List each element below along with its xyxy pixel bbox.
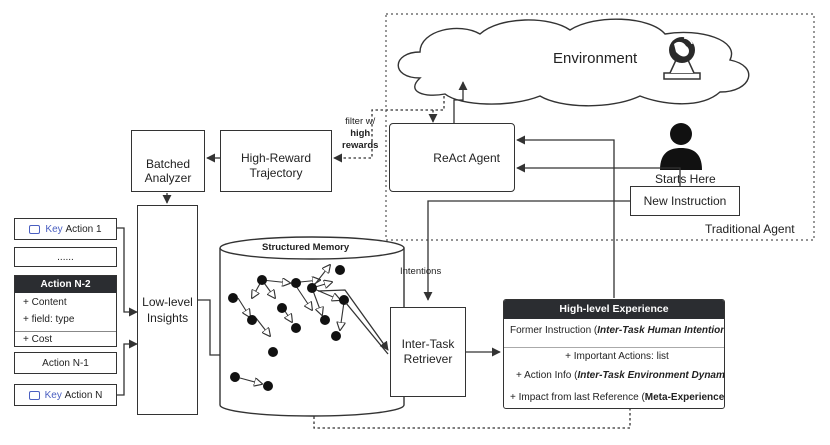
action-info-prefix: + Action Info ( xyxy=(516,370,578,381)
memory-to-retriever-arrow-2 xyxy=(345,302,389,355)
low-level-insights-line2: Insights xyxy=(146,311,189,325)
memory-to-retriever-arrow xyxy=(317,289,389,351)
impact-line: + Impact from last Reference (Meta-Exper… xyxy=(504,392,724,403)
batched-analyzer-box[interactable]: Batched Analyzer xyxy=(131,130,205,192)
actions-bracket-bottom xyxy=(117,339,138,396)
impact-emphasis: Meta-Experience xyxy=(644,392,725,403)
action-n-label: Action N xyxy=(64,389,103,401)
former-instruction-line: Former Instruction (Inter-Task Human Int… xyxy=(504,325,724,336)
traditional-agent-label: Traditional Agent xyxy=(705,222,795,236)
action-ellipsis-label: ...... xyxy=(57,251,74,263)
react-agent-label: ReAct Agent xyxy=(433,150,500,165)
action-n2-field-type: + field: type xyxy=(23,314,75,325)
high-reward-line2: Trajectory xyxy=(249,166,303,180)
action-n2-field-content: + Content xyxy=(23,297,67,308)
react-agent-box[interactable]: ReAct Agent xyxy=(389,123,515,192)
high-level-experience-card[interactable]: High-level Experience Former Instruction… xyxy=(503,299,725,409)
intentions-label: Intentions xyxy=(400,266,442,277)
high-level-experience-title: High-level Experience xyxy=(504,300,724,319)
action-ellipsis-box: ...... xyxy=(14,247,117,267)
globe-icon xyxy=(663,37,701,80)
action-1-box[interactable]: Key Action 1 xyxy=(14,218,117,240)
action-n-key: Key xyxy=(44,389,62,401)
inter-task-retriever-box[interactable]: Inter-Task Retriever xyxy=(390,307,466,397)
action-n1-box[interactable]: Action N-1 xyxy=(14,352,117,374)
memory-graph-nodes xyxy=(228,265,349,391)
actions-bracket-top xyxy=(117,227,138,317)
important-actions-line: + Important Actions: list xyxy=(504,347,724,362)
edit-icon xyxy=(28,390,40,400)
instruction-to-agent-arrow xyxy=(516,163,681,186)
batched-analyzer-line2: Analyzer xyxy=(144,171,192,185)
environment-cloud xyxy=(397,18,750,107)
action-n1-label: Action N-1 xyxy=(42,357,89,369)
new-instruction-box[interactable]: New Instruction xyxy=(630,186,740,216)
action-n2-field-cost: + Cost xyxy=(15,331,116,345)
low-level-insights-line1: Low-level xyxy=(142,295,193,309)
former-instruction-prefix: Former Instruction ( xyxy=(510,325,598,336)
filter-note-line3: rewards xyxy=(342,140,379,151)
env-to-agent-dotted-arrow xyxy=(428,96,445,123)
instruction-to-retriever-arrow xyxy=(423,200,630,301)
filter-arrow xyxy=(333,109,433,163)
impact-suffix: ) xyxy=(724,392,725,403)
agent-to-env-arrow xyxy=(453,81,468,124)
action-n2-card[interactable]: Action N-2 + Content + field: type + Cos… xyxy=(14,275,117,347)
filter-note-line2: high xyxy=(350,128,371,139)
high-reward-line1: High-Reward xyxy=(240,151,312,165)
action-info-emphasis: Inter-Task Environment Dynamics xyxy=(577,370,725,381)
filter-note-line1: filter w/ xyxy=(345,116,376,127)
environment-label: Environment xyxy=(553,50,638,67)
retriever-line1: Inter-Task xyxy=(401,337,455,351)
user-icon xyxy=(660,123,702,170)
action-n2-header: Action N-2 xyxy=(15,276,116,293)
edit-icon xyxy=(29,224,41,234)
batched-analyzer-line1: Batched xyxy=(145,157,191,171)
filter-note: filter w/ high rewards xyxy=(342,116,378,152)
impact-prefix: + Impact from last Reference ( xyxy=(510,392,645,403)
action-info-line: + Action Info (Inter-Task Environment Dy… xyxy=(504,370,724,381)
experience-to-agent-arrow xyxy=(516,135,615,298)
action-1-label: Action 1 xyxy=(65,223,102,235)
new-instruction-label: New Instruction xyxy=(643,194,727,208)
action-n-box[interactable]: Key Action N xyxy=(14,384,117,406)
low-level-insights-box[interactable]: Low-level Insights xyxy=(137,205,198,415)
former-instruction-emphasis: Inter-Task Human Intentions xyxy=(597,325,725,336)
starts-here-label: Starts Here xyxy=(655,172,716,186)
high-reward-trajectory-box[interactable]: High-Reward Trajectory xyxy=(220,130,332,192)
structured-memory-cylinder xyxy=(219,236,405,417)
traditional-agent-frame xyxy=(385,13,815,241)
retriever-line2: Retriever xyxy=(403,352,453,366)
structured-memory-label: Structured Memory xyxy=(262,242,350,253)
action-1-key: Key xyxy=(45,223,63,235)
